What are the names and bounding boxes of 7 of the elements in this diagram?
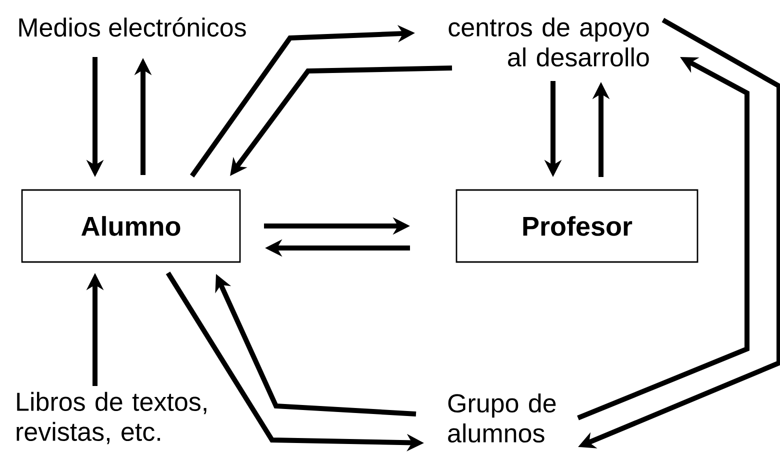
node-label: Medios electrónicos: [19, 17, 246, 37]
node-label: Libros de textos, revistas, etc.: [16, 392, 206, 444]
arrow: [577, 57, 750, 420]
node-label: Grupo de alumnos: [448, 393, 556, 443]
node-label: centros de apoyo al desarrollo: [448, 17, 649, 67]
role-box: Alumno: [21, 189, 241, 263]
role-box: Profesor: [456, 189, 698, 263]
